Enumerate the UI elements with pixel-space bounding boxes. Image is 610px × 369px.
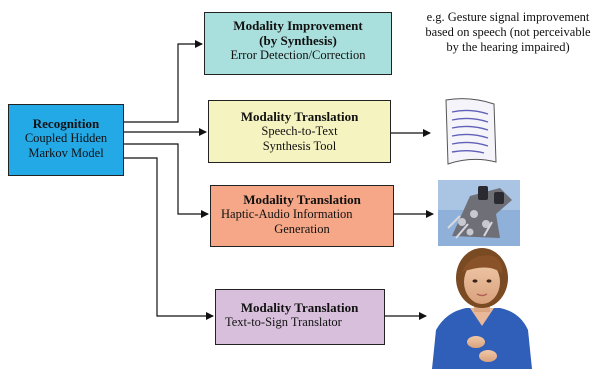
haptic-translation-box: Modality Translation Haptic-Audio Inform… bbox=[210, 185, 394, 247]
recognition-title: Recognition bbox=[32, 116, 100, 131]
improvement-title: Modality Improvement bbox=[233, 18, 363, 33]
improvement-line1: Error Detection/Correction bbox=[230, 48, 366, 62]
sign-translation-box: Modality Translation Text-to-Sign Transl… bbox=[215, 289, 385, 345]
document-icon bbox=[445, 98, 497, 165]
sign-title: Modality Translation bbox=[240, 300, 359, 315]
improvement-subtitle: (by Synthesis) bbox=[259, 33, 337, 48]
note-line2: based on speech (not perceivable bbox=[425, 25, 591, 39]
note-line3: by the hearing impaired) bbox=[446, 40, 570, 54]
improvement-note: e.g. Gesture signal improvement based on… bbox=[408, 10, 608, 55]
sign-language-avatar-icon bbox=[432, 248, 532, 369]
haptic-line1: Haptic-Audio Information bbox=[221, 207, 353, 221]
arrow-to-sign bbox=[124, 157, 214, 320]
recognition-line1: Coupled Hidden bbox=[24, 131, 108, 145]
recognition-line2: Markov Model bbox=[28, 146, 104, 160]
speech-line1: Speech-to-Text bbox=[261, 124, 338, 138]
haptic-line2: Generation bbox=[274, 222, 330, 236]
modality-improvement-box: Modality Improvement (by Synthesis) Erro… bbox=[204, 12, 392, 75]
speech-translation-box: Modality Translation Speech-to-Text Synt… bbox=[208, 100, 391, 163]
speech-title: Modality Translation bbox=[240, 109, 359, 124]
arrow-to-haptic bbox=[124, 143, 209, 218]
haptic-title: Modality Translation bbox=[243, 192, 361, 207]
arrow-to-improvement bbox=[124, 40, 203, 123]
speech-line2: Synthesis Tool bbox=[262, 139, 337, 153]
haptic-glove-icon bbox=[438, 180, 520, 246]
note-line1: e.g. Gesture signal improvement bbox=[426, 10, 590, 24]
sign-line1: Text-to-Sign Translator bbox=[225, 315, 342, 329]
recognition-box: Recognition Coupled Hidden Markov Model bbox=[8, 104, 124, 176]
